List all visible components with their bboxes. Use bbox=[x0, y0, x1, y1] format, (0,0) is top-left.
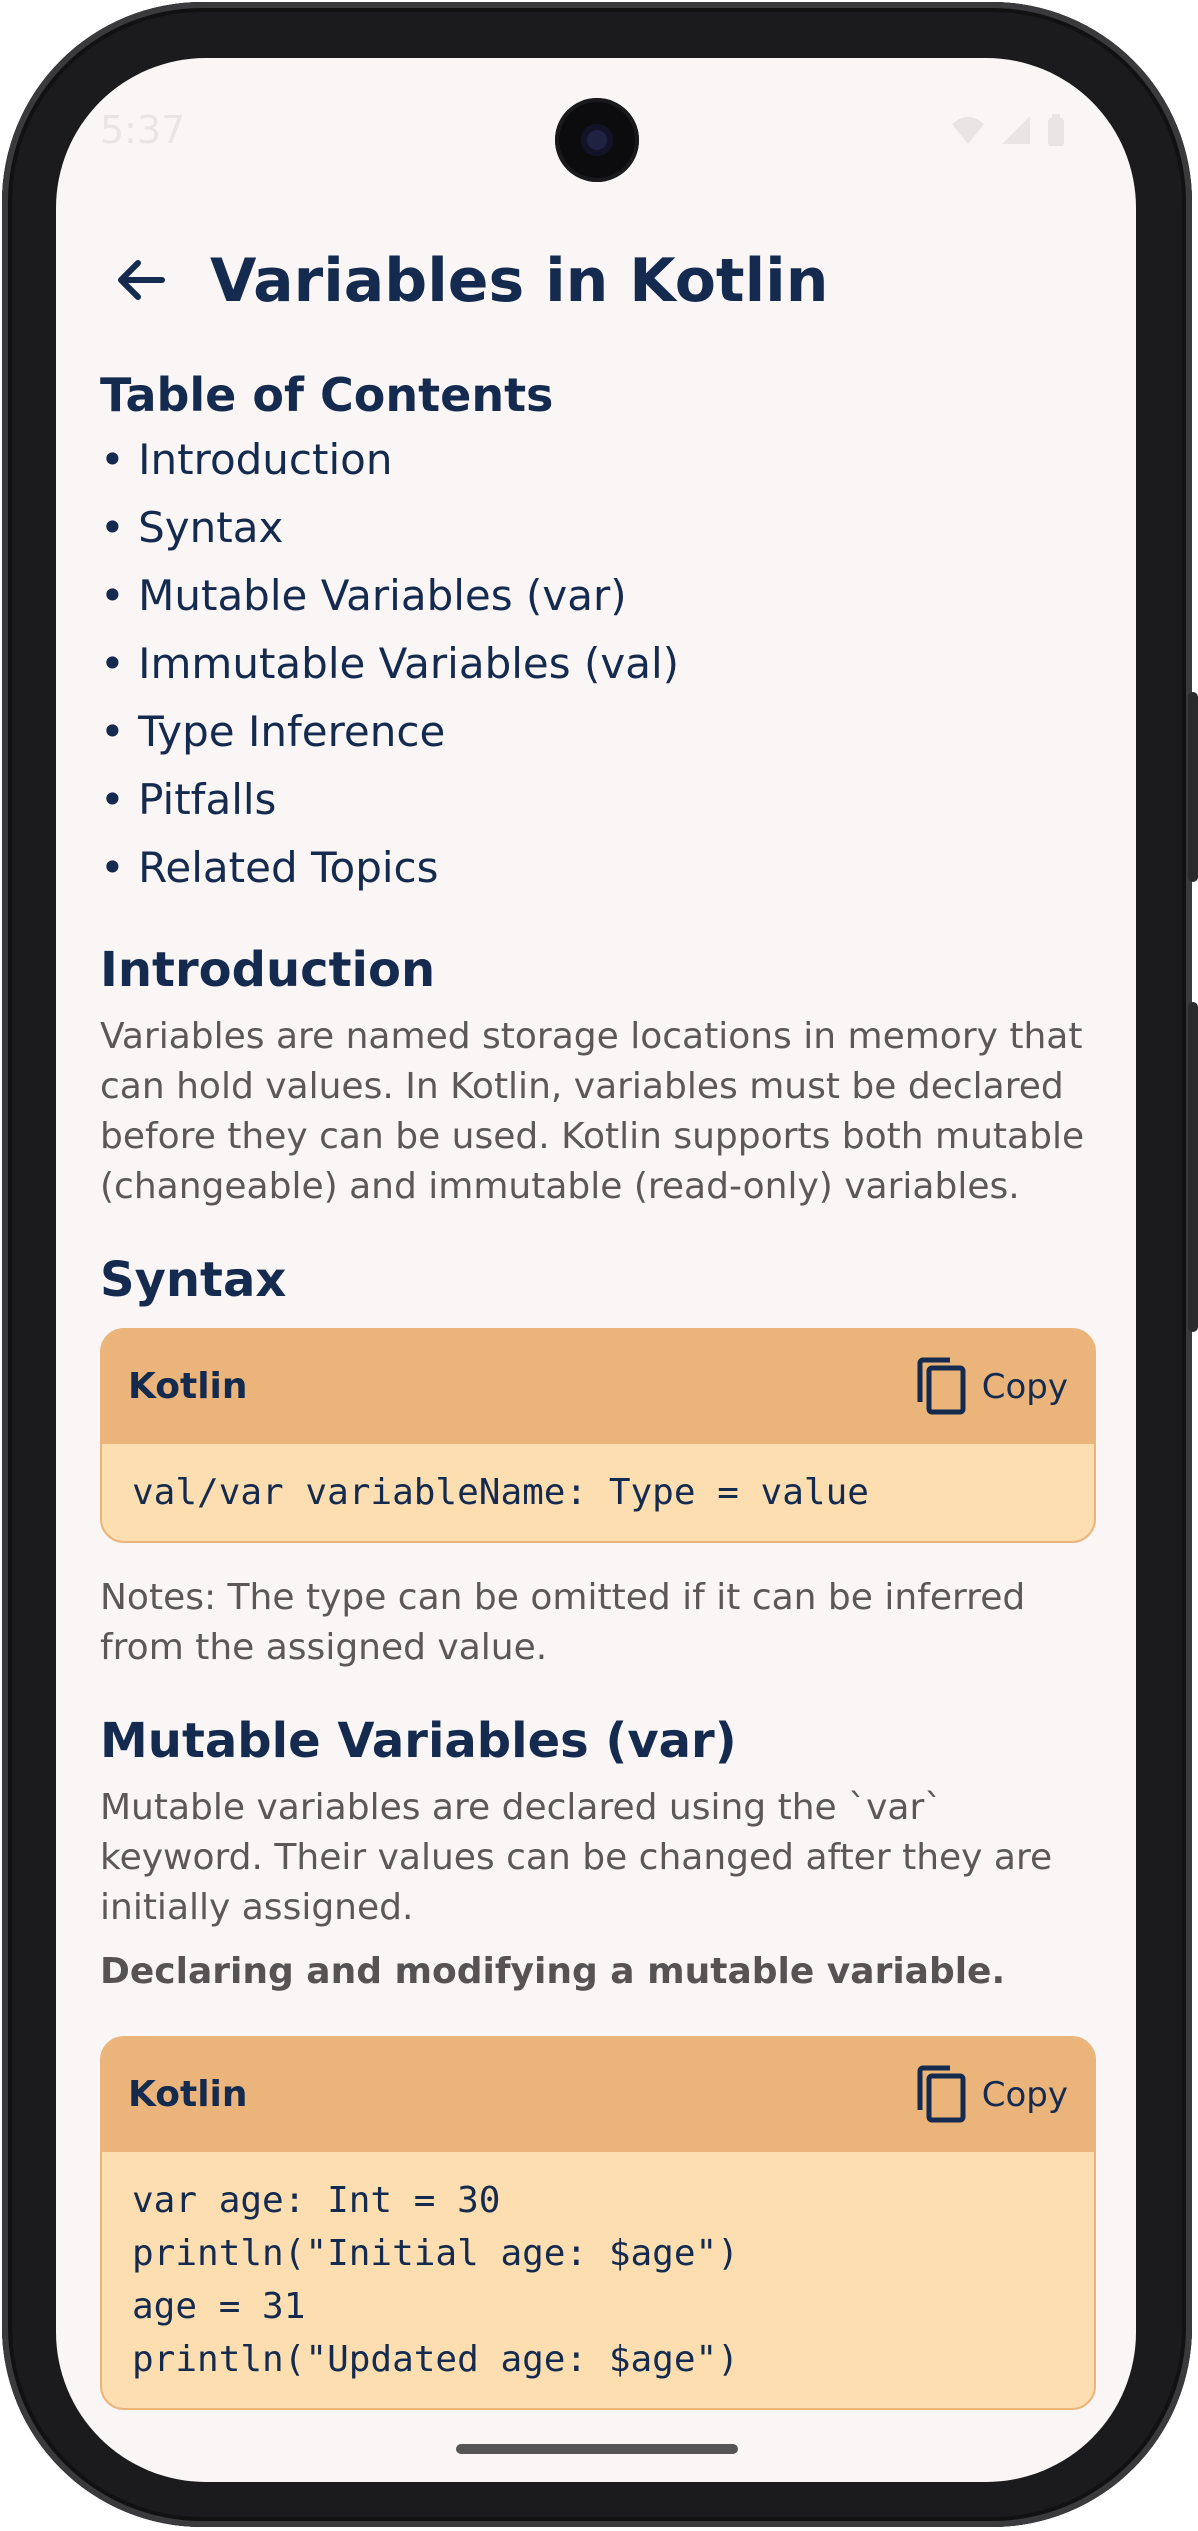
toc-list: • Introduction • Syntax • Mutable Variab… bbox=[100, 426, 1096, 902]
code-text: var age: Int = 30 println("Initial age: … bbox=[132, 2180, 739, 2380]
status-time: 5:37 bbox=[100, 108, 186, 152]
toc-item-mutable-variables[interactable]: • Mutable Variables (var) bbox=[100, 571, 627, 620]
copy-icon bbox=[917, 2065, 966, 2123]
top-app-bar: Variables in Kotlin bbox=[100, 228, 1096, 338]
introduction-heading: Introduction bbox=[100, 942, 436, 998]
syntax-heading: Syntax bbox=[100, 1252, 287, 1308]
volume-button bbox=[1188, 1002, 1198, 1332]
example-title: Declaring and modifying a mutable variab… bbox=[100, 1951, 1006, 1992]
mutable-variables-heading: Mutable Variables (var) bbox=[100, 1713, 737, 1769]
wifi-icon bbox=[952, 117, 984, 144]
toc-heading: Table of Contents bbox=[100, 368, 554, 422]
code-block-header: Kotlin Copy bbox=[102, 2038, 1094, 2152]
home-indicator[interactable] bbox=[456, 2444, 738, 2454]
signal-icon bbox=[1002, 116, 1030, 144]
syntax-notes: Notes: The type can be omitted if it can… bbox=[100, 1577, 1026, 1668]
power-button bbox=[1188, 692, 1198, 882]
toc-item-introduction[interactable]: • Introduction bbox=[100, 435, 393, 484]
code-block-header: Kotlin Copy bbox=[102, 1330, 1094, 1444]
front-camera bbox=[555, 98, 639, 182]
copy-icon bbox=[917, 1357, 966, 1415]
toc-item-type-inference[interactable]: • Type Inference bbox=[100, 707, 446, 756]
status-icons bbox=[950, 114, 1066, 148]
page-content: Variables in Kotlin Table of Contents • … bbox=[100, 228, 1096, 2410]
page-title: Variables in Kotlin bbox=[210, 246, 829, 316]
code-text: val/var variableName: Type = value bbox=[132, 1472, 869, 1513]
back-arrow-icon[interactable] bbox=[110, 250, 170, 310]
battery-icon bbox=[1048, 114, 1064, 146]
toc-item-pitfalls[interactable]: • Pitfalls bbox=[100, 775, 277, 824]
code-language-label: Kotlin bbox=[128, 2074, 248, 2115]
copy-label: Copy bbox=[981, 1367, 1068, 1407]
copy-label: Copy bbox=[981, 2075, 1068, 2115]
toc-item-related-topics[interactable]: • Related Topics bbox=[100, 843, 439, 892]
toc-item-immutable-variables[interactable]: • Immutable Variables (val) bbox=[100, 639, 679, 688]
code-language-label: Kotlin bbox=[128, 1366, 248, 1407]
copy-button[interactable]: Copy bbox=[912, 2062, 1068, 2128]
screen: 5:37 Variables in Kotlin Table of Conten… bbox=[56, 58, 1136, 2482]
introduction-text: Variables are named storage locations in… bbox=[100, 1016, 1085, 1207]
status-bar: 5:37 bbox=[56, 108, 1136, 168]
mutable-variables-text: Mutable variables are declared using the… bbox=[100, 1787, 1053, 1928]
mutable-code-block: Kotlin Copy var age: Int = 30 println("I… bbox=[100, 2036, 1096, 2410]
copy-button[interactable]: Copy bbox=[912, 1354, 1068, 1420]
camera-lens bbox=[581, 124, 613, 156]
syntax-code-block: Kotlin Copy val/var variableName: Type =… bbox=[100, 1328, 1096, 1543]
toc-item-syntax[interactable]: • Syntax bbox=[100, 503, 284, 552]
